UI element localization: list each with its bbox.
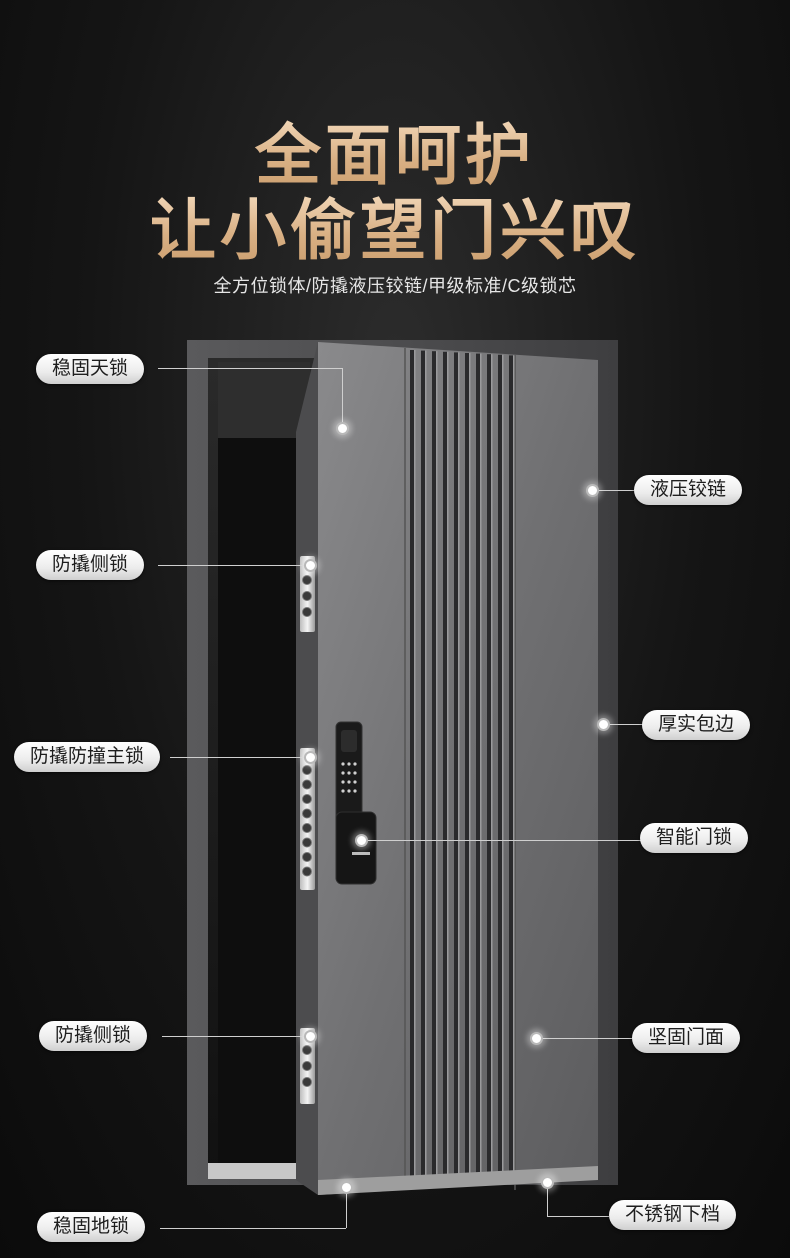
headline-line-1: 全面呵护 (0, 102, 790, 198)
callout-line-bottom-rail (547, 1182, 548, 1216)
callout-dot-icon (355, 834, 368, 847)
label-top-lock: 稳固天锁 (36, 354, 145, 384)
callout-dot-icon (304, 559, 317, 572)
callout-line-bottom-rail-h (547, 1216, 609, 1217)
bottom-rail-strip (318, 1166, 598, 1195)
groove-pattern (404, 348, 516, 1190)
callout-line-hinge (592, 490, 634, 491)
callout-dot-icon (340, 1181, 353, 1194)
label-bottom-lock: 稳固地锁 (37, 1212, 146, 1242)
callout-line-bottom-lock-v (346, 1187, 347, 1228)
label-smart-lock: 智能门锁 (640, 823, 749, 853)
callout-line-side-lower (162, 1036, 310, 1037)
callout-line-edge (603, 724, 643, 725)
label-door-face: 坚固门面 (632, 1023, 741, 1053)
callout-dot-icon (336, 422, 349, 435)
label-edge: 厚实包边 (642, 710, 751, 740)
callout-line-main-lock (170, 757, 310, 758)
label-side-lock-upper: 防撬侧锁 (36, 550, 145, 580)
headline-line-2: 让小偷望门兴叹 (0, 177, 790, 273)
callout-dot-icon (530, 1032, 543, 1045)
callout-dot-icon (304, 751, 317, 764)
callout-dot-icon (597, 718, 610, 731)
callout-line-top-lock-v (342, 368, 343, 428)
label-main-lock: 防撬防撞主锁 (14, 742, 161, 772)
bolt-icons (302, 575, 312, 1087)
threshold (208, 1163, 303, 1179)
label-hinge: 液压铰链 (634, 475, 743, 505)
callout-line-bottom-lock (160, 1228, 346, 1229)
callout-line-top-lock (158, 368, 342, 369)
callout-dot-icon (304, 1030, 317, 1043)
callout-line-side-upper (158, 565, 310, 566)
callout-dot-icon (541, 1176, 554, 1189)
callout-line-smart-lock (361, 840, 641, 841)
label-side-lock-lower: 防撬侧锁 (39, 1021, 148, 1051)
subtitle: 全方位锁体/防撬液压铰链/甲级标准/C级锁芯 (213, 276, 577, 296)
callout-line-door-face (536, 1038, 632, 1039)
label-bottom-rail: 不锈钢下档 (609, 1200, 737, 1230)
callout-dot-icon (586, 484, 599, 497)
